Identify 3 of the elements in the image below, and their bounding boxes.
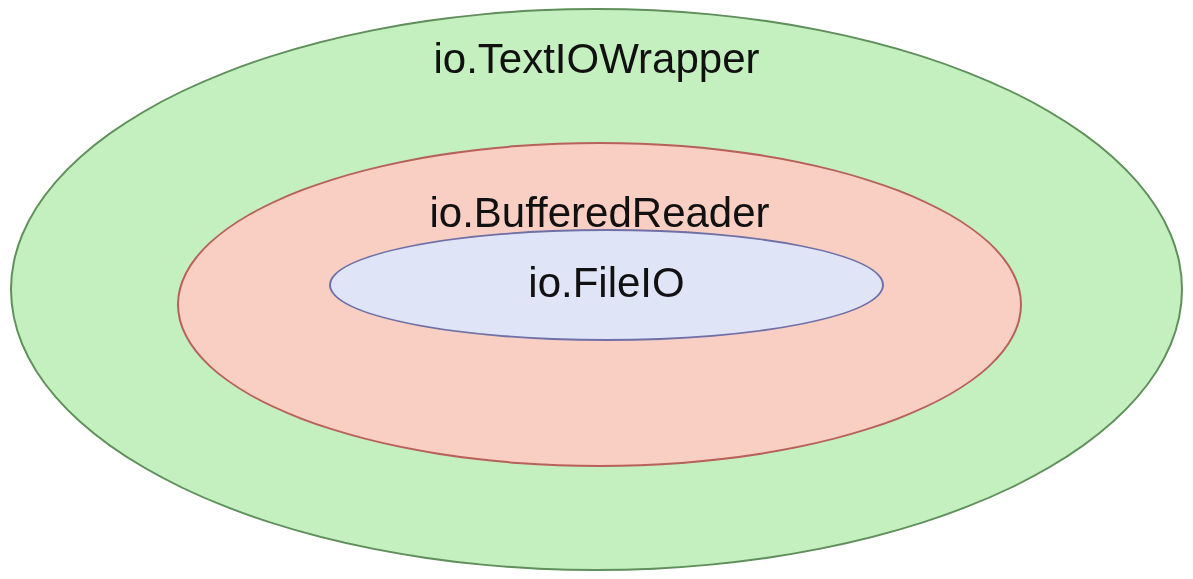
- ellipse-label: io.TextIOWrapper: [432, 35, 761, 83]
- ellipse-label: io.BufferedReader: [428, 189, 771, 237]
- ellipse-label: io.FileIO: [527, 259, 686, 307]
